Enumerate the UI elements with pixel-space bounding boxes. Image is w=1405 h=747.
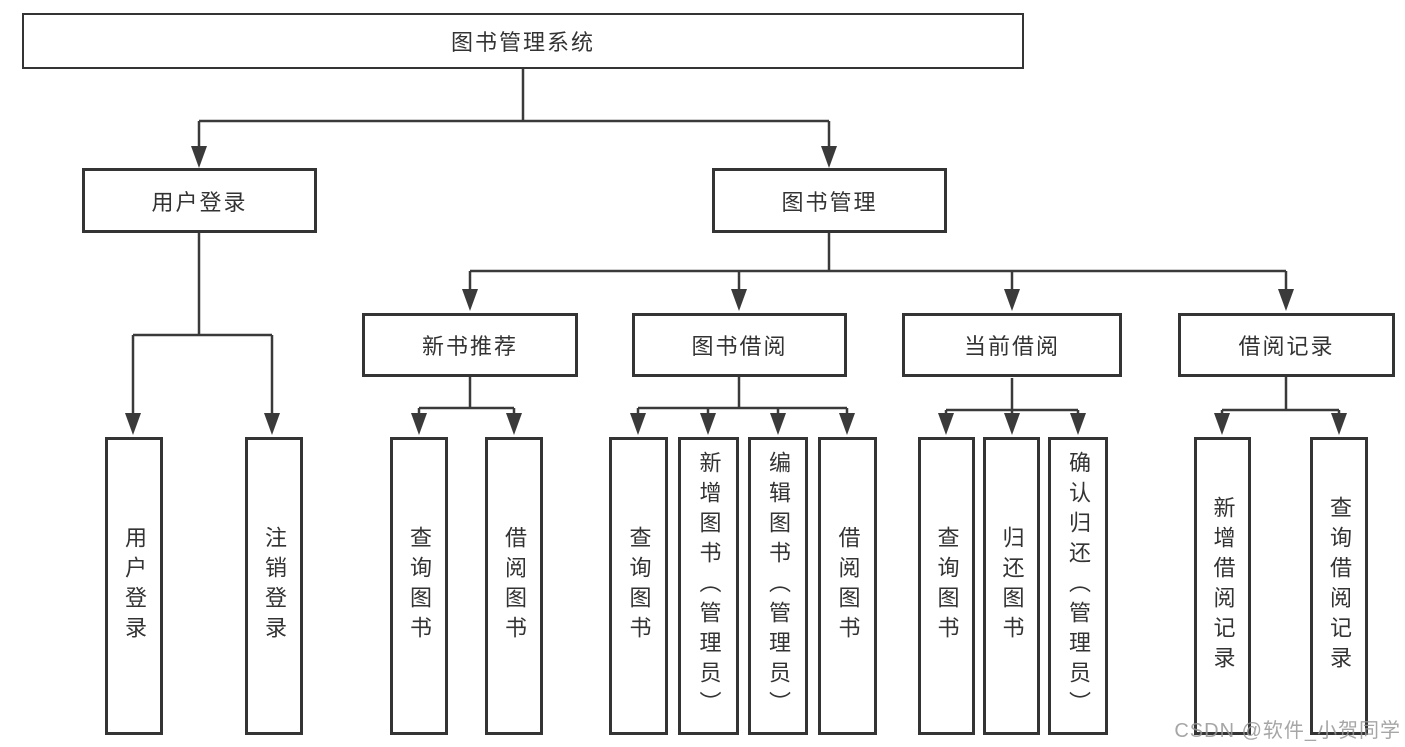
leaf-edit-book-admin: 编辑图书（管理员）	[748, 437, 808, 735]
leaf-query-book: 查询图书	[609, 437, 668, 735]
leaf-label: 确认归还（管理员）	[1066, 451, 1091, 721]
leaf-confirm-return-admin: 确认归还（管理员）	[1048, 437, 1108, 735]
leaf-logout: 注销登录	[245, 437, 303, 735]
leaf-add-borrow-record: 新增借阅记录	[1194, 437, 1251, 735]
node-label: 图书管理	[781, 189, 878, 215]
node-label: 图书借阅	[691, 334, 788, 359]
node-label: 新书推荐	[421, 334, 518, 359]
node-book-management: 图书管理	[712, 168, 947, 233]
node-label: 用户登录	[151, 189, 248, 215]
leaf-borrow-book: 借阅图书	[818, 437, 877, 735]
leaf-label: 归还图书	[999, 526, 1025, 646]
leaf-label: 注销登录	[262, 526, 287, 646]
leaf-query-book: 查询图书	[918, 437, 975, 735]
node-borrow-records: 借阅记录	[1178, 313, 1395, 377]
leaf-user-login: 用户登录	[105, 437, 163, 735]
leaf-label: 查询图书	[626, 526, 652, 646]
leaf-label: 借阅图书	[502, 526, 527, 646]
leaf-query-borrow-record: 查询借阅记录	[1310, 437, 1368, 735]
node-new-book-recommend: 新书推荐	[362, 313, 578, 377]
leaf-label: 查询借阅记录	[1327, 496, 1352, 676]
leaf-label: 用户登录	[122, 526, 147, 646]
leaf-label: 借阅图书	[835, 526, 861, 646]
leaf-return-book: 归还图书	[983, 437, 1040, 735]
node-library-management-system: 图书管理系统	[22, 13, 1024, 69]
leaf-label: 编辑图书（管理员）	[766, 451, 791, 721]
watermark-text: CSDN @软件_小贺同学	[1174, 720, 1401, 742]
leaf-query-book: 查询图书	[390, 437, 448, 735]
node-label: 图书管理系统	[450, 30, 595, 55]
node-label: 当前借阅	[963, 334, 1060, 359]
node-label: 借阅记录	[1238, 334, 1335, 359]
node-user-login: 用户登录	[82, 168, 317, 233]
leaf-borrow-book: 借阅图书	[485, 437, 543, 735]
node-current-borrow: 当前借阅	[902, 313, 1122, 377]
leaf-add-book-admin: 新增图书（管理员）	[678, 437, 739, 735]
leaf-label: 新增借阅记录	[1210, 496, 1236, 676]
leaf-label: 查询图书	[934, 526, 960, 646]
node-book-borrow: 图书借阅	[632, 313, 847, 377]
leaf-label: 查询图书	[407, 526, 432, 646]
leaf-label: 新增图书（管理员）	[696, 451, 722, 721]
arrowhead-icons	[125, 146, 1347, 435]
